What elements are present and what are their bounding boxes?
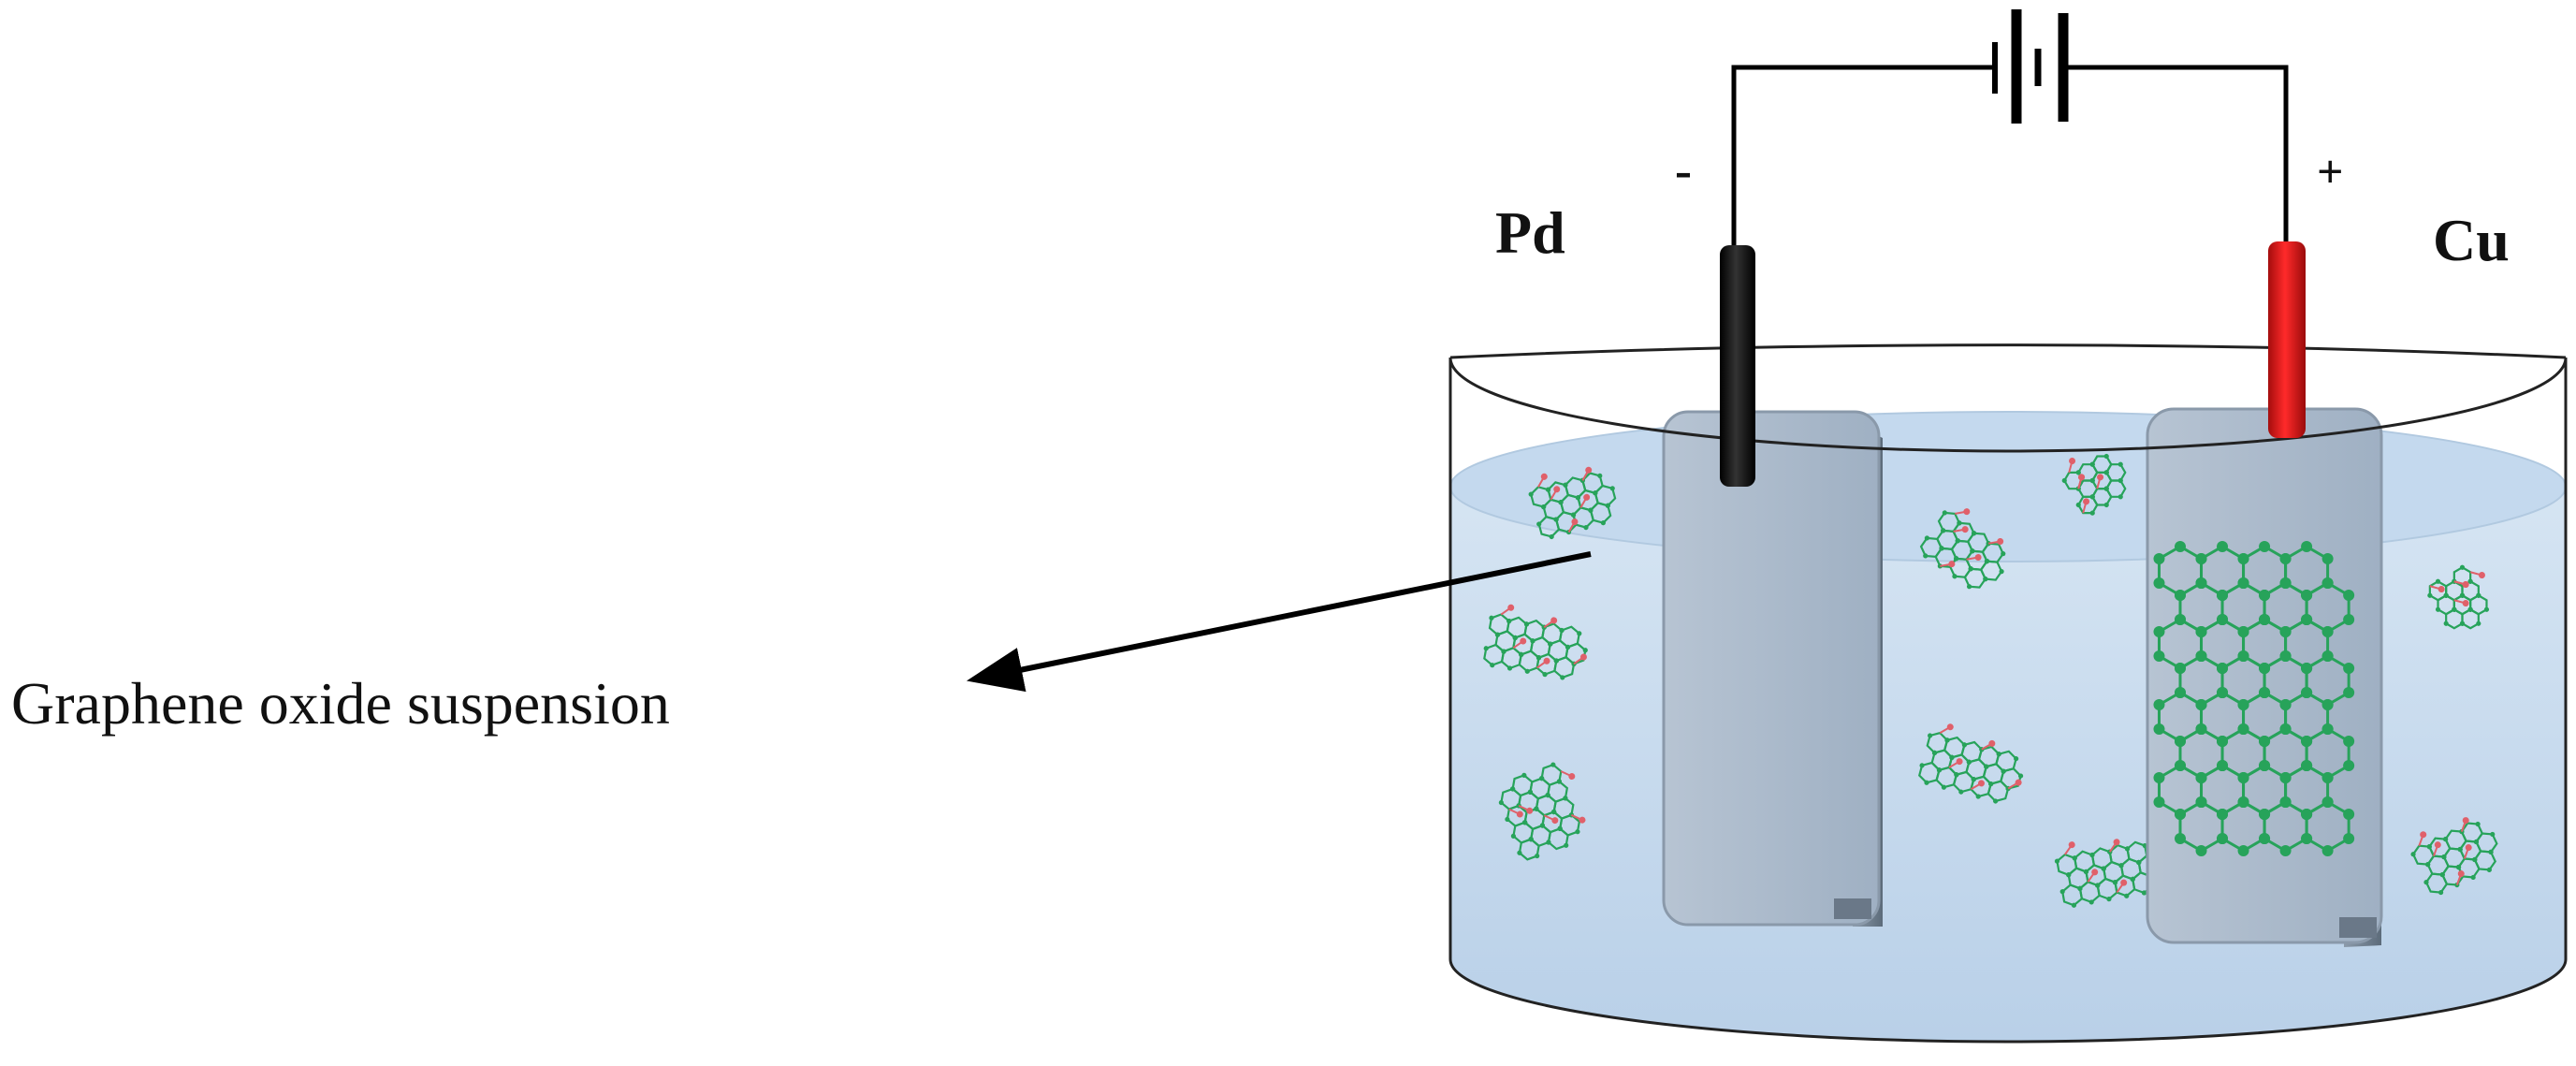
pointer-arrow-icon (966, 551, 1592, 693)
electrode-leads (1720, 241, 2306, 487)
wire-positive (2070, 65, 2289, 241)
pd-electrode (1662, 410, 1883, 927)
pd-plate (1662, 410, 1881, 927)
beaker-back-rim (1449, 343, 2567, 359)
deposited-graphene-sheet (2153, 541, 2355, 856)
beaker-front (1448, 357, 2568, 1044)
cu-label: Cu (2433, 207, 2510, 273)
negative-lead (1720, 245, 1755, 487)
beaker-bottom (1448, 958, 2568, 1044)
negative-sign: - (1675, 142, 1692, 198)
graphene-oxide-flake (1918, 723, 2024, 804)
beaker (1449, 343, 2567, 1042)
graphene-oxide-flake (1498, 762, 1586, 861)
graphene-oxide-flake (1483, 604, 1588, 680)
liquid-surface (1449, 411, 2567, 562)
graphene-oxide-flakes (1483, 453, 2498, 908)
pd-label: Pd (1495, 199, 1565, 266)
suspension-label: Graphene oxide suspension (11, 670, 670, 737)
circuit (1731, 9, 2289, 245)
beaker-front-rim (1448, 357, 2568, 453)
positive-lead (2268, 241, 2306, 438)
battery-symbol-icon (1992, 9, 2070, 124)
cu-electrode (2146, 407, 2383, 947)
graphene-oxide-flake (1528, 466, 1617, 540)
graphene-oxide-flake (1919, 508, 2006, 590)
graphene-oxide-flake (2410, 817, 2498, 896)
positive-sign: + (2317, 145, 2344, 197)
graphene-oxide-flake (2427, 564, 2490, 630)
graphene-oxide-flake (2061, 453, 2127, 516)
wire-negative (1731, 65, 1995, 245)
